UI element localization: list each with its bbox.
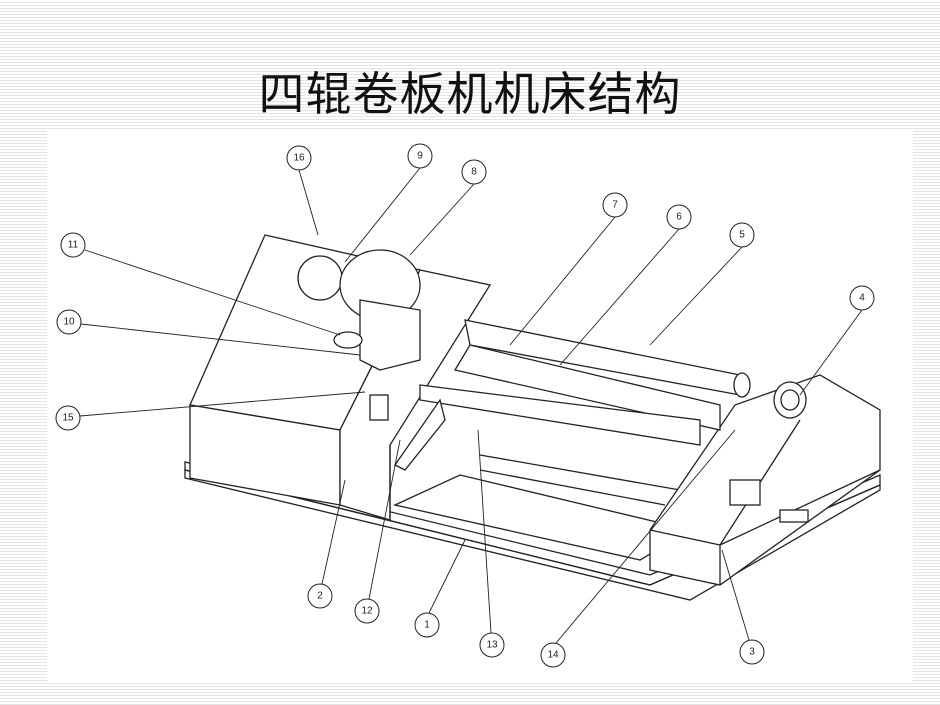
callout-1: 1: [414, 612, 440, 638]
drive-assembly: [297, 249, 809, 523]
svg-text:3: 3: [749, 647, 755, 658]
callout-4: 4: [849, 285, 875, 311]
callouts: 16 9 8 7 6 5 4 11 10 15 2 12 1 13 14 3: [55, 143, 875, 668]
callout-16: 16: [286, 145, 312, 171]
callout-3: 3: [739, 639, 765, 665]
svg-text:6: 6: [676, 212, 682, 223]
svg-text:8: 8: [471, 167, 477, 178]
svg-text:15: 15: [62, 413, 74, 424]
svg-text:10: 10: [63, 317, 75, 328]
svg-text:11: 11: [68, 240, 79, 251]
callout-15: 15: [55, 405, 81, 431]
callout-7: 7: [602, 192, 628, 218]
callout-11: 11: [60, 232, 86, 258]
svg-text:5: 5: [739, 230, 745, 241]
svg-text:16: 16: [293, 153, 305, 164]
callout-12: 12: [354, 598, 380, 624]
callout-9: 9: [407, 143, 433, 169]
rollers: [419, 319, 807, 446]
svg-text:4: 4: [859, 293, 865, 304]
callout-10: 10: [56, 309, 82, 335]
callout-6: 6: [666, 204, 692, 230]
slide-title: 四辊卷板机机床结构: [258, 67, 682, 121]
callout-8: 8: [461, 159, 487, 185]
svg-text:2: 2: [317, 591, 323, 602]
callout-14: 14: [540, 642, 566, 668]
svg-text:13: 13: [486, 640, 498, 651]
leader-lines: [79, 167, 863, 644]
callout-2: 2: [307, 583, 333, 609]
svg-text:14: 14: [547, 650, 559, 661]
svg-text:9: 9: [417, 151, 423, 162]
right-housing: [649, 374, 881, 586]
svg-text:12: 12: [361, 606, 373, 617]
svg-text:1: 1: [424, 620, 430, 631]
svg-text:7: 7: [612, 200, 618, 211]
callout-13: 13: [479, 632, 505, 658]
callout-5: 5: [729, 222, 755, 248]
